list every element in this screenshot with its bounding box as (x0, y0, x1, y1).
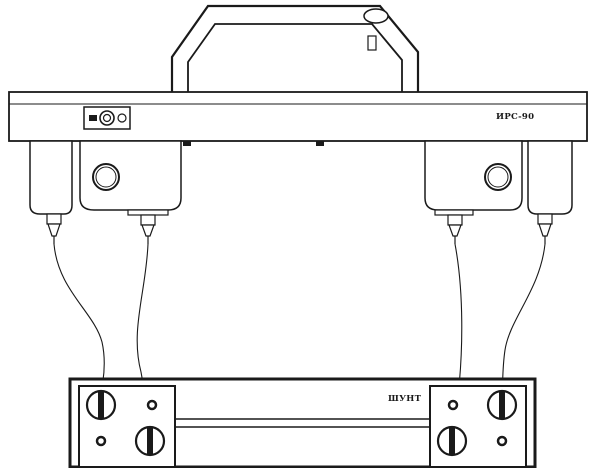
device-body: ИРС-90 (8, 91, 588, 146)
shunt: ШУНТ (68, 377, 537, 468)
connector-icon (89, 110, 127, 126)
wire-right-outer (501, 243, 546, 401)
body-foot-right (316, 141, 324, 146)
probe-tip-icon (141, 224, 155, 237)
hole-icon (146, 399, 158, 411)
screw-icon (134, 425, 166, 457)
handle-knob (363, 8, 389, 24)
left-probe-assembly (29, 140, 182, 244)
hole-icon (447, 399, 459, 411)
shunt-label: ШУНТ (388, 394, 422, 404)
screw-icon (85, 389, 117, 421)
handle-latch (367, 35, 377, 51)
probe-tip-icon (47, 223, 61, 237)
right-probe-assembly (424, 140, 573, 244)
body-foot-left (183, 141, 191, 146)
screw-icon (436, 425, 468, 457)
probe-tip-icon (448, 224, 462, 237)
probe-tip-icon (538, 223, 552, 237)
hole-icon (95, 435, 107, 447)
model-label: ИРС-90 (496, 112, 534, 122)
screw-icon (486, 389, 518, 421)
hole-icon (496, 435, 508, 447)
wire-left-outer (53, 243, 105, 393)
carry-handle (170, 4, 420, 92)
